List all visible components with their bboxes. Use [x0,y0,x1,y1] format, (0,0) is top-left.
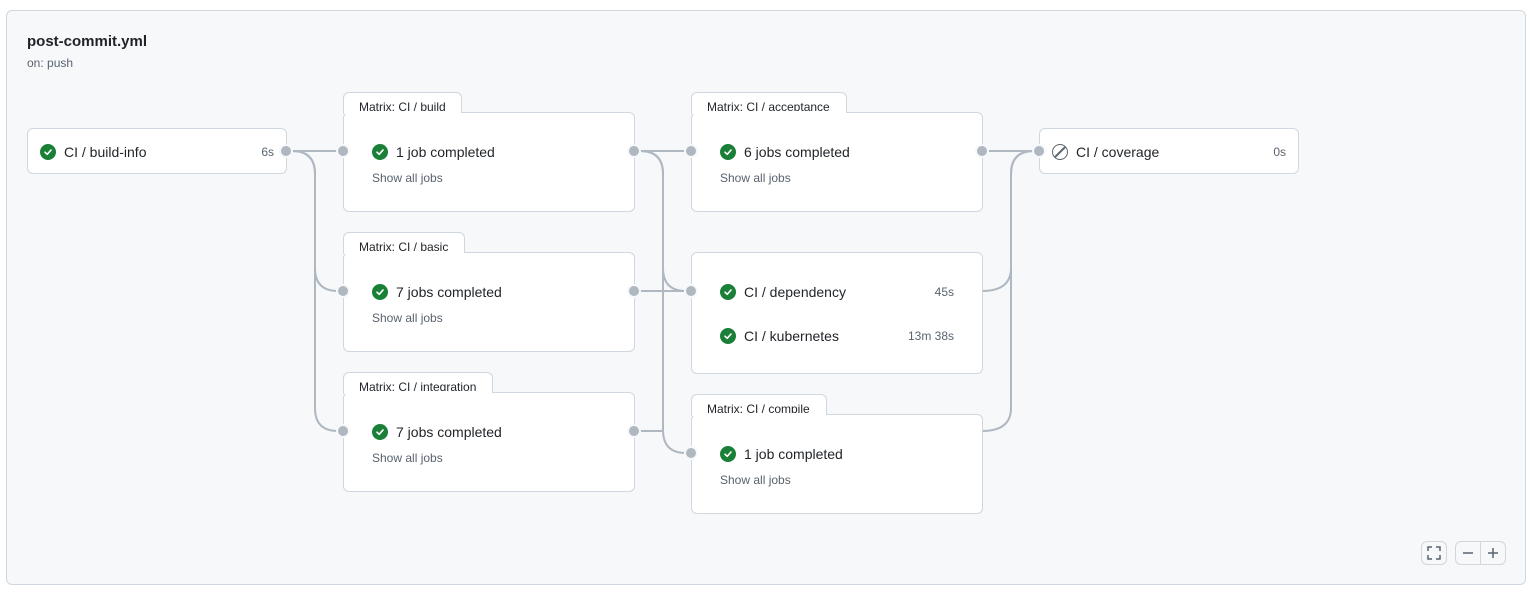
success-check-icon [40,144,56,160]
edge-build-info-basic [291,150,343,292]
matrix-summary: 7 jobs completed [396,284,502,300]
matrix-tab-acceptance: Matrix: CI / acceptance [691,92,847,114]
connector-dot [336,144,350,158]
skipped-icon [1052,144,1068,160]
job-card-coverage[interactable]: CI / coverage 0s [1039,128,1299,174]
connector-dot [684,446,698,460]
edge-build-info-integration [291,150,343,432]
connector-dot [627,144,641,158]
zoom-in-button[interactable] [1481,542,1505,564]
job-duration: 6s [261,145,274,159]
matrix-card-basic[interactable]: 7 jobs completed Show all jobs [343,252,635,352]
tab-joint [692,413,826,416]
show-all-jobs-link[interactable]: Show all jobs [720,473,791,487]
job-row-dependency[interactable]: CI / dependency 45s [692,273,982,309]
tab-joint [692,111,846,114]
matrix-tab-integration: Matrix: CI / integration [343,372,493,394]
success-check-icon [720,144,736,160]
job-name: CI / dependency [744,284,846,300]
matrix-summary: 1 job completed [396,144,495,160]
matrix-card-acceptance[interactable]: 6 jobs completed Show all jobs [691,112,983,212]
connector-dot [975,144,989,158]
plus-icon [1488,548,1498,558]
edge-compile-coverage [981,150,1039,432]
matrix-summary: 1 job completed [744,446,843,462]
job-duration: 0s [1273,145,1286,159]
success-check-icon [720,284,736,300]
connector-dot [684,284,698,298]
workflow-title: post-commit.yml [27,33,148,50]
edge-build-dependency [639,150,691,292]
connector-dot [336,424,350,438]
fullscreen-icon [1427,546,1441,560]
connector-dot [627,424,641,438]
job-name: CI / kubernetes [744,328,839,344]
success-check-icon [372,144,388,160]
show-all-jobs-link[interactable]: Show all jobs [372,451,443,465]
tab-joint [344,251,464,254]
connector-dot [627,284,641,298]
zoom-out-button[interactable] [1456,542,1481,564]
matrix-card-compile[interactable]: 1 job completed Show all jobs [691,414,983,514]
show-all-jobs-link[interactable]: Show all jobs [372,311,443,325]
job-name: CI / build-info [64,144,147,160]
success-check-icon [720,328,736,344]
job-duration: 13m 38s [907,329,954,343]
connector-dot [684,144,698,158]
show-all-jobs-link[interactable]: Show all jobs [720,171,791,185]
success-check-icon [372,284,388,300]
matrix-tab-build: Matrix: CI / build [343,92,462,114]
matrix-card-build[interactable]: 1 job completed Show all jobs [343,112,635,212]
fullscreen-button[interactable] [1421,541,1447,565]
workflow-trigger: on: push [27,56,74,70]
matrix-tab-basic: Matrix: CI / basic [343,232,465,254]
job-name: CI / coverage [1076,144,1160,160]
zoom-controls [1455,541,1506,565]
success-check-icon [372,424,388,440]
success-check-icon [720,446,736,462]
matrix-summary: 7 jobs completed [396,424,502,440]
matrix-tab-compile: Matrix: CI / compile [691,394,827,416]
minus-icon [1463,552,1473,554]
job-card-build-info[interactable]: CI / build-info 6s [27,128,287,174]
edge-build-compile [639,150,691,454]
tab-joint [344,391,492,394]
tab-joint [344,111,461,114]
matrix-summary: 6 jobs completed [744,144,850,160]
job-group-card: CI / dependency 45s CI / kubernetes 13m … [691,252,983,374]
matrix-card-integration[interactable]: 7 jobs completed Show all jobs [343,392,635,492]
connector-dot [336,284,350,298]
connector-dot [1032,144,1046,158]
connector-dot [279,144,293,158]
job-duration: 45s [934,285,954,299]
job-row-kubernetes[interactable]: CI / kubernetes 13m 38s [692,317,982,353]
show-all-jobs-link[interactable]: Show all jobs [372,171,443,185]
